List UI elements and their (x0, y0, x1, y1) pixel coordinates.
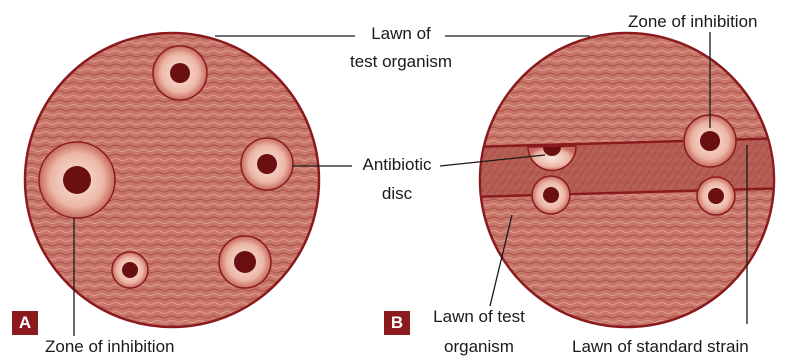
label-standard-strain: Lawn of standard strain (572, 337, 749, 357)
zone-a-top (153, 46, 207, 100)
panel-tag-a: A (12, 311, 38, 335)
label-antibiotic-line2: disc (352, 184, 442, 204)
zone-a-bottom-right (219, 236, 271, 288)
label-lawn-test-b-line2: organism (414, 337, 544, 357)
label-lawn-test-organism-2: test organism (335, 52, 467, 72)
zone-a-large (39, 142, 115, 218)
zone-b-right (697, 177, 735, 215)
label-lawn-line2: test organism (335, 52, 467, 72)
zone-a-right (241, 138, 293, 190)
label-zone-inhibition-b: Zone of inhibition (628, 12, 757, 32)
label-lawn-test-organism: Lawn of (355, 24, 447, 44)
label-antibiotic: Antibiotic (352, 155, 442, 175)
zone-b-left (532, 176, 570, 214)
zone-a-small (112, 252, 148, 288)
panel-tag-b: B (384, 311, 410, 335)
label-antibiotic-line1: Antibiotic (352, 155, 442, 175)
label-disc: disc (352, 184, 442, 204)
standard-strain-band (470, 138, 790, 197)
label-zone-inhibition-a: Zone of inhibition (45, 337, 174, 357)
label-lawn-test-b-line1: Lawn of test (414, 307, 544, 327)
label-lawn-line1: Lawn of (355, 24, 447, 44)
